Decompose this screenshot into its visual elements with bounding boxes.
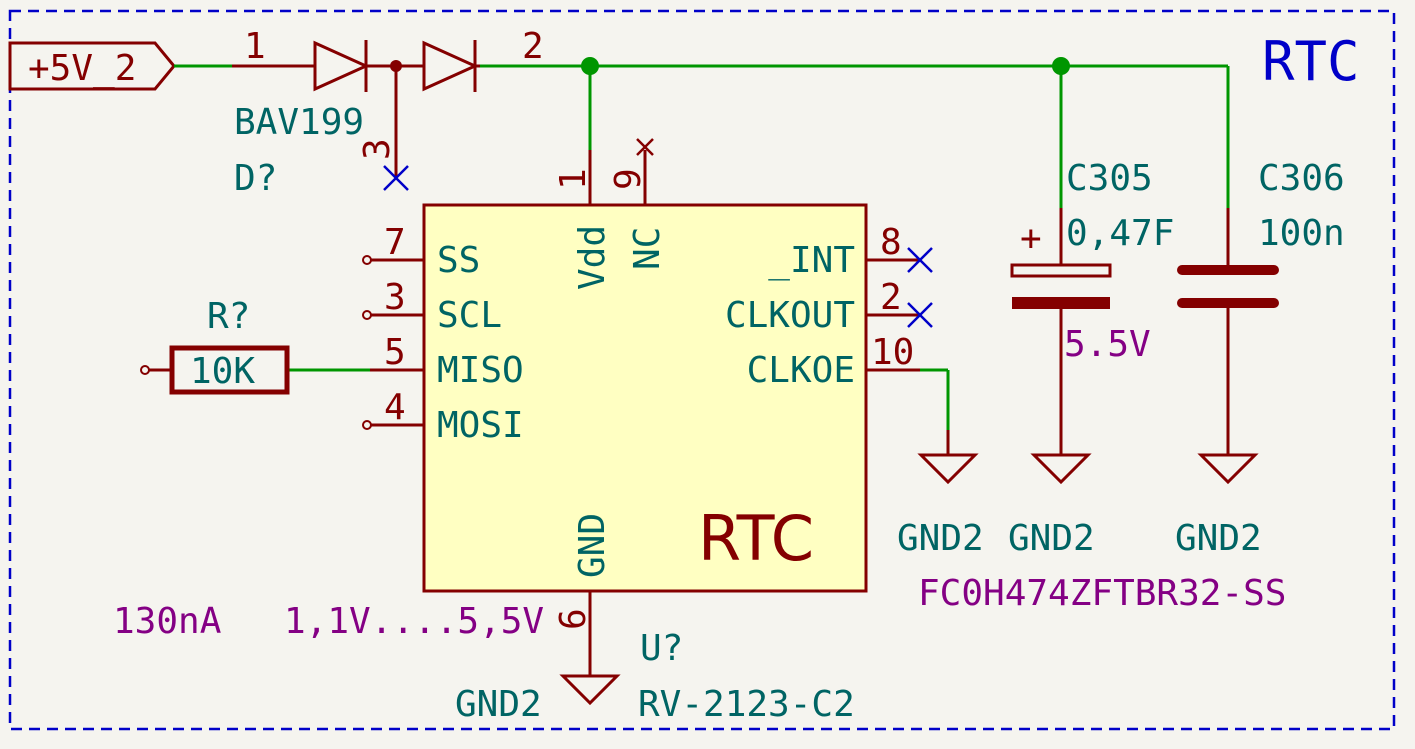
c305-ref: C305	[1066, 158, 1153, 199]
resistor-ref: R?	[207, 296, 250, 337]
capacitor-c305[interactable]	[1010, 208, 1112, 400]
ic-pin-8-number: 8	[880, 222, 902, 263]
ground-symbol	[1197, 453, 1259, 485]
ic-pin-nc: NC	[627, 227, 668, 270]
ic-pin-6-number: 6	[553, 608, 594, 630]
ic-pin-7-number: 7	[384, 222, 406, 263]
ic-pin-miso: MISO	[437, 350, 524, 391]
ground-symbol	[917, 453, 979, 485]
ground-label-clkoe: GND2	[897, 518, 984, 559]
c305-part-number: FC0H474ZFTBR32-SS	[918, 573, 1286, 614]
ground-label-c306: GND2	[1175, 518, 1262, 559]
ic-pin-mosi: MOSI	[437, 405, 524, 446]
ic-pin-clkout: CLKOUT	[725, 295, 855, 336]
ic-voltage-note: 1,1V....5,5V	[284, 601, 544, 642]
ic-current-note: 130nA	[113, 601, 222, 642]
c306-value: 100n	[1258, 213, 1345, 254]
ground-symbol	[559, 674, 621, 706]
ic-pin-int: _INT	[768, 240, 855, 281]
junction-dot	[581, 57, 599, 75]
no-connect-marker	[636, 138, 654, 156]
ic-pin-4-number: 4	[384, 387, 406, 428]
diode-pin-1: 1	[244, 26, 266, 67]
ic-body-label: RTC	[698, 502, 814, 575]
ic-ref: U?	[640, 628, 683, 669]
c305-voltage: 5.5V	[1064, 324, 1151, 365]
ic-pin-clkoe: CLKOE	[747, 350, 855, 391]
power-input-flag[interactable]: +5V_2	[8, 41, 176, 91]
ic-pin-ss: SS	[437, 240, 480, 281]
no-connect-marker	[383, 165, 409, 191]
ic-pin-gnd: GND	[572, 513, 613, 578]
resistor-10k[interactable]	[140, 345, 290, 395]
c306-ref: C306	[1258, 158, 1345, 199]
resistor-value: 10K	[190, 351, 255, 392]
ground-label-c305: GND2	[1008, 518, 1095, 559]
ground-label-ic: GND2	[455, 684, 542, 725]
ic-pin-1-number: 1	[553, 168, 594, 190]
ic-pin-5-number: 5	[384, 332, 406, 373]
ic-left-pins	[362, 255, 424, 430]
power-input-label: +5V_2	[28, 48, 136, 89]
ic-right-pins	[866, 258, 920, 372]
diode-pin-2: 2	[522, 26, 544, 67]
ic-pin-3-number: 3	[384, 277, 406, 318]
c305-value: 0,47F	[1066, 213, 1174, 254]
ic-value: RV-2123-C2	[638, 684, 855, 725]
ic-rv2123[interactable]	[422, 203, 868, 593]
diode-ref: D?	[234, 158, 277, 199]
diode-bav199[interactable]	[232, 40, 480, 178]
capacitor-c306[interactable]	[1177, 208, 1279, 400]
no-connect-marker	[907, 247, 933, 273]
ic-pin-scl: SCL	[437, 295, 502, 336]
c305-polarity: +	[1020, 218, 1042, 259]
diode-pin-3: 3	[357, 138, 398, 160]
sheet-frame	[8, 9, 1396, 731]
ic-pin-2-number: 2	[880, 277, 902, 318]
diode-value: BAV199	[234, 102, 364, 143]
ic-pin-9-number: 9	[608, 168, 649, 190]
ground-symbol	[1030, 453, 1092, 485]
ic-pin-10-number: 10	[871, 332, 914, 373]
ic-pin-vdd: Vdd	[572, 225, 613, 290]
sheet-title: RTC	[1262, 30, 1360, 93]
no-connect-marker	[907, 302, 933, 328]
junction-dot	[1052, 57, 1070, 75]
